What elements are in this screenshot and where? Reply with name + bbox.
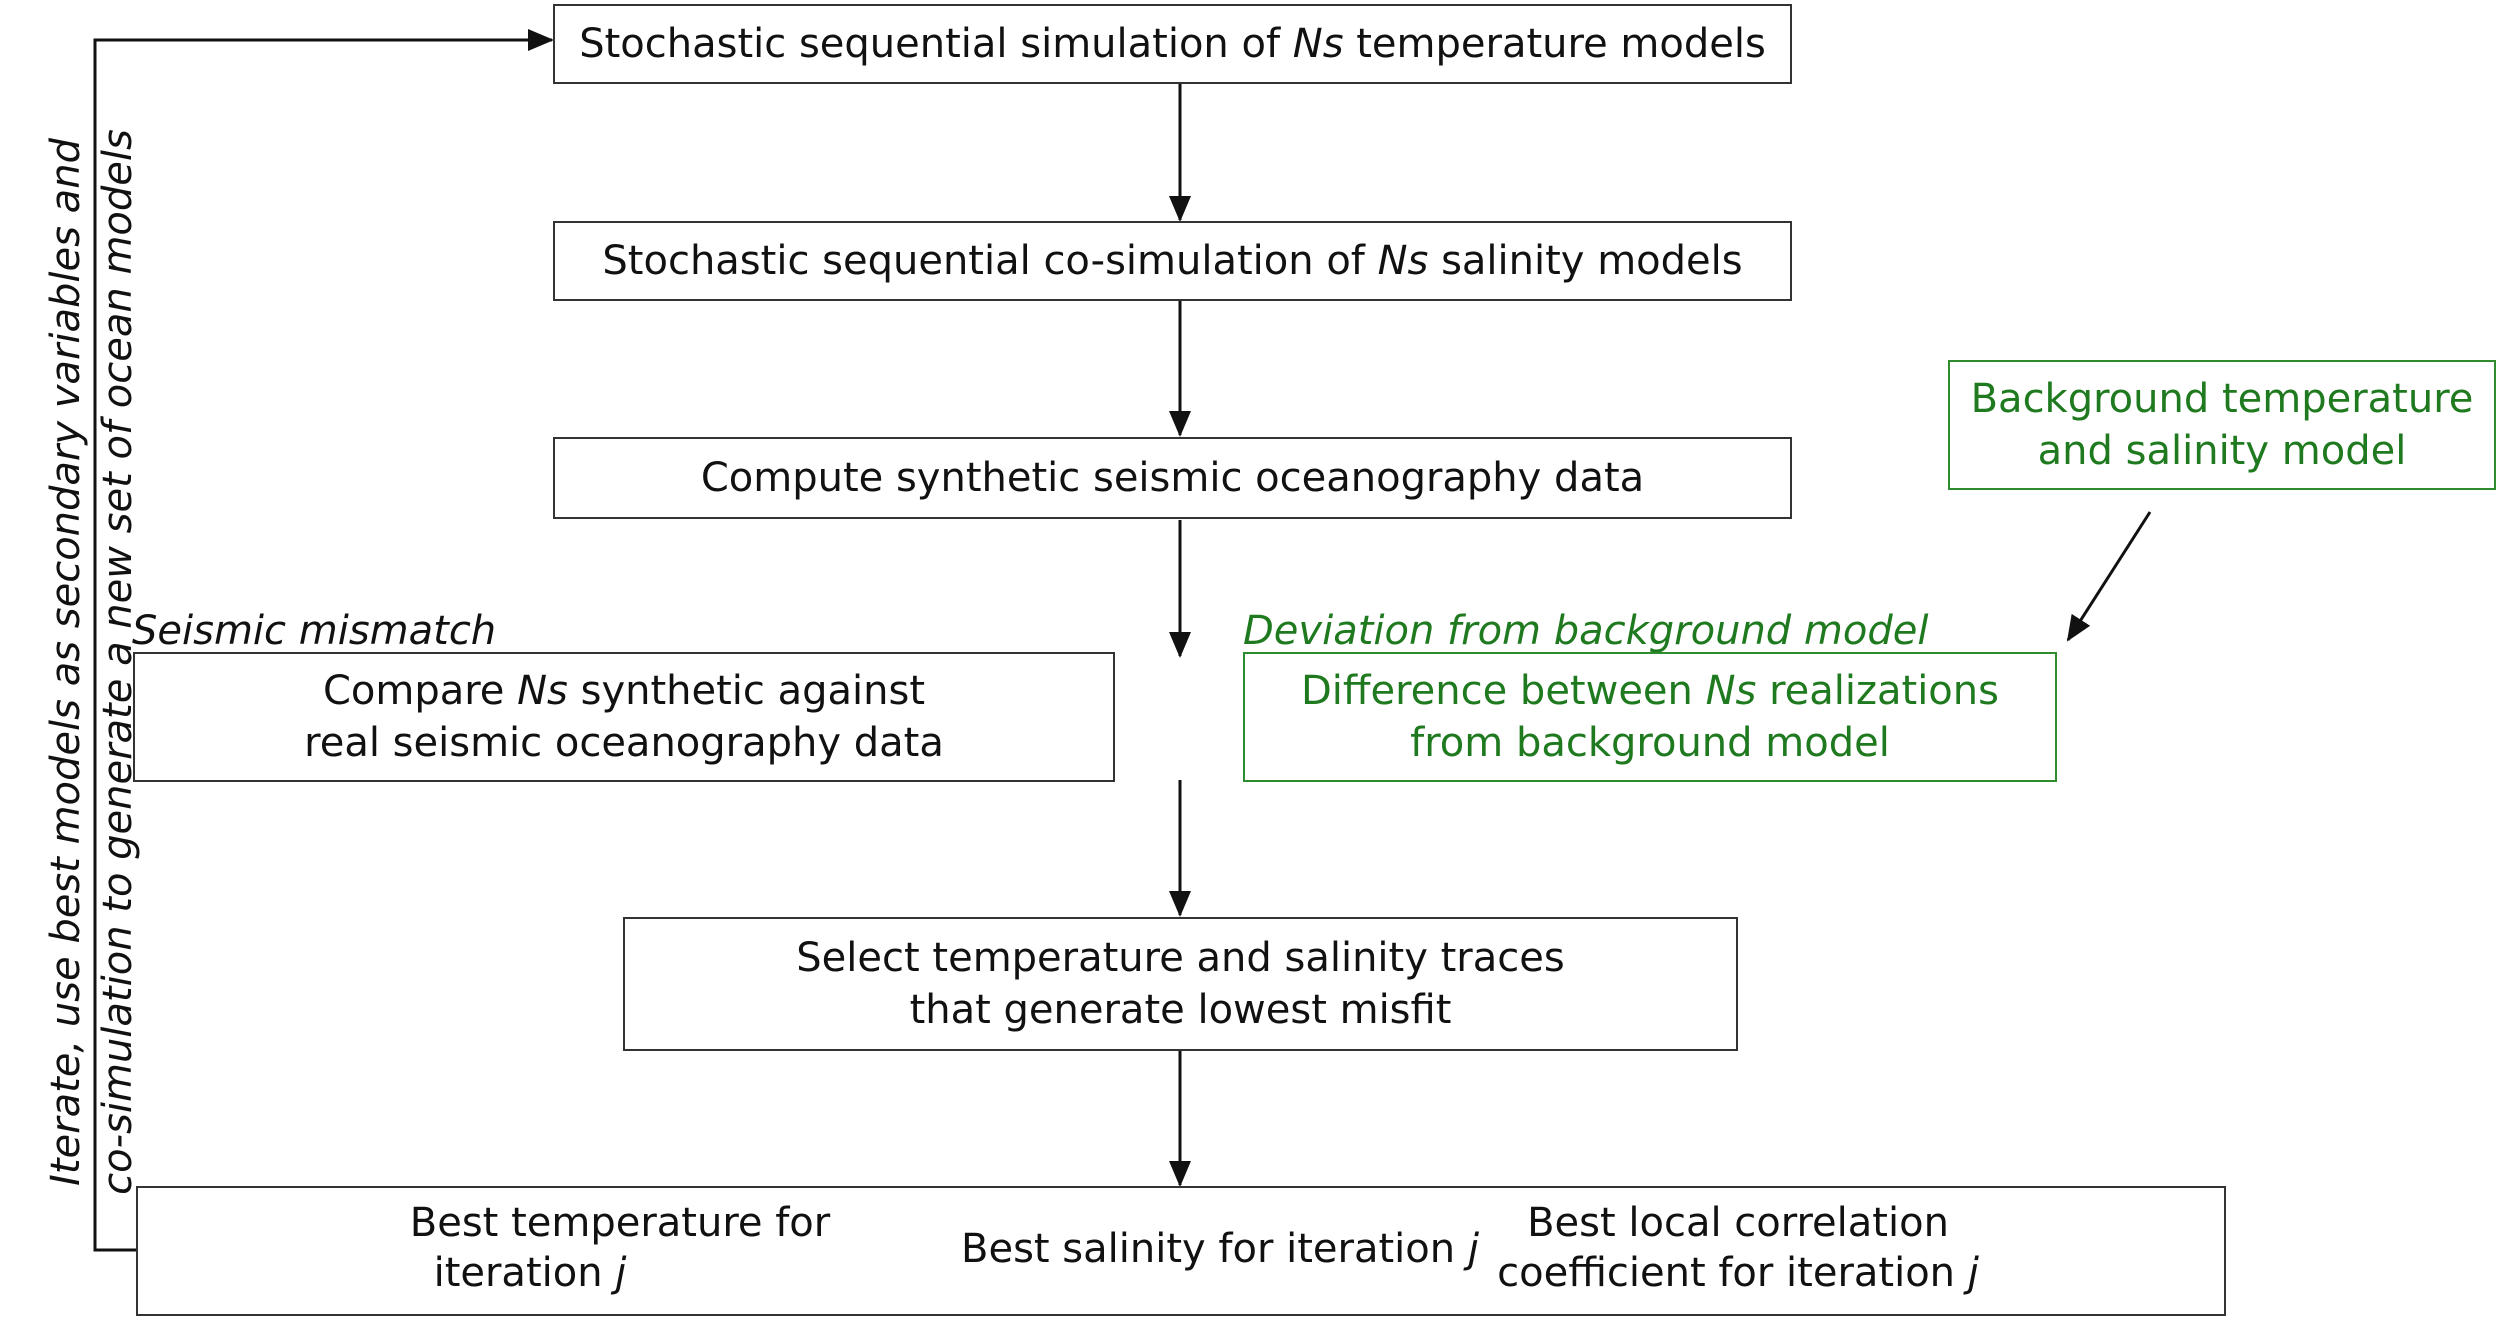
box-text: and salinity model: [2037, 428, 2407, 474]
select-traces-box: Select temperature and salinity traces t…: [623, 917, 1738, 1051]
loop-line-1: Iterate, use best models as secondary va…: [43, 138, 89, 1186]
difference-background-box: Difference between Ns realizations from …: [1243, 652, 2057, 782]
arrow-bg-b5: [2066, 511, 2152, 642]
box-text: Stochastic sequential simulation of: [579, 21, 1293, 67]
cell-text: Best salinity for iteration: [961, 1226, 1468, 1272]
box-text: temperature models: [1343, 21, 1766, 67]
compute-synthetic-box: Compute synthetic seismic oceanography d…: [553, 437, 1792, 519]
best-temperature-cell: Best temperature for iteration j: [370, 1198, 870, 1298]
cell-text: coefficient for iteration: [1497, 1250, 1968, 1296]
box-text: salinity models: [1428, 238, 1743, 284]
seismic-mismatch-label: Seismic mismatch: [132, 608, 497, 654]
ns-var: Ns: [1377, 238, 1429, 284]
best-models-box: [136, 1186, 2226, 1316]
box-text: Compare: [322, 668, 518, 714]
box-text: Select temperature and salinity traces: [796, 935, 1565, 981]
cell-text: Best temperature for: [409, 1200, 831, 1246]
cell-text: Best local correlation: [1527, 1200, 1949, 1246]
simulate-temperature-box: Stochastic sequential simulation of Ns t…: [553, 4, 1792, 84]
j-var: j: [1467, 1226, 1479, 1272]
compare-seismic-box: Compare Ns synthetic against real seismi…: [133, 652, 1115, 782]
box-text: that generate lowest misfit: [909, 987, 1452, 1033]
cell-text: iteration: [433, 1250, 616, 1296]
deviation-label: Deviation from background model: [1243, 608, 1929, 654]
arrow-loop: [93, 29, 554, 1252]
box-text: Background temperature: [1970, 376, 2474, 422]
box-text: Difference between: [1301, 668, 1706, 714]
ns-var: Ns: [1705, 668, 1757, 714]
box-text: synthetic against: [567, 668, 926, 714]
ns-var: Ns: [517, 668, 568, 714]
background-model-box: Background temperature and salinity mode…: [1948, 360, 2496, 490]
loop-line-2: co-simulation to generate a new set of o…: [95, 129, 141, 1195]
ns-var: Ns: [1292, 21, 1344, 67]
j-var: j: [1967, 1250, 1979, 1296]
cosimulate-salinity-box: Stochastic sequential co-simulation of N…: [553, 221, 1792, 301]
best-correlation-cell: Best local correlation coefficient for i…: [1478, 1198, 1998, 1298]
box-text: Compute synthetic seismic oceanography d…: [700, 455, 1645, 501]
box-text: realizations: [1756, 668, 1999, 714]
best-salinity-cell: Best salinity for iteration j: [940, 1224, 1500, 1274]
box-text: real seismic oceanography data: [304, 720, 944, 766]
box-text: from background model: [1410, 720, 1890, 766]
box-text: Stochastic sequential co-simulation of: [602, 238, 1378, 284]
j-var: j: [615, 1250, 627, 1296]
